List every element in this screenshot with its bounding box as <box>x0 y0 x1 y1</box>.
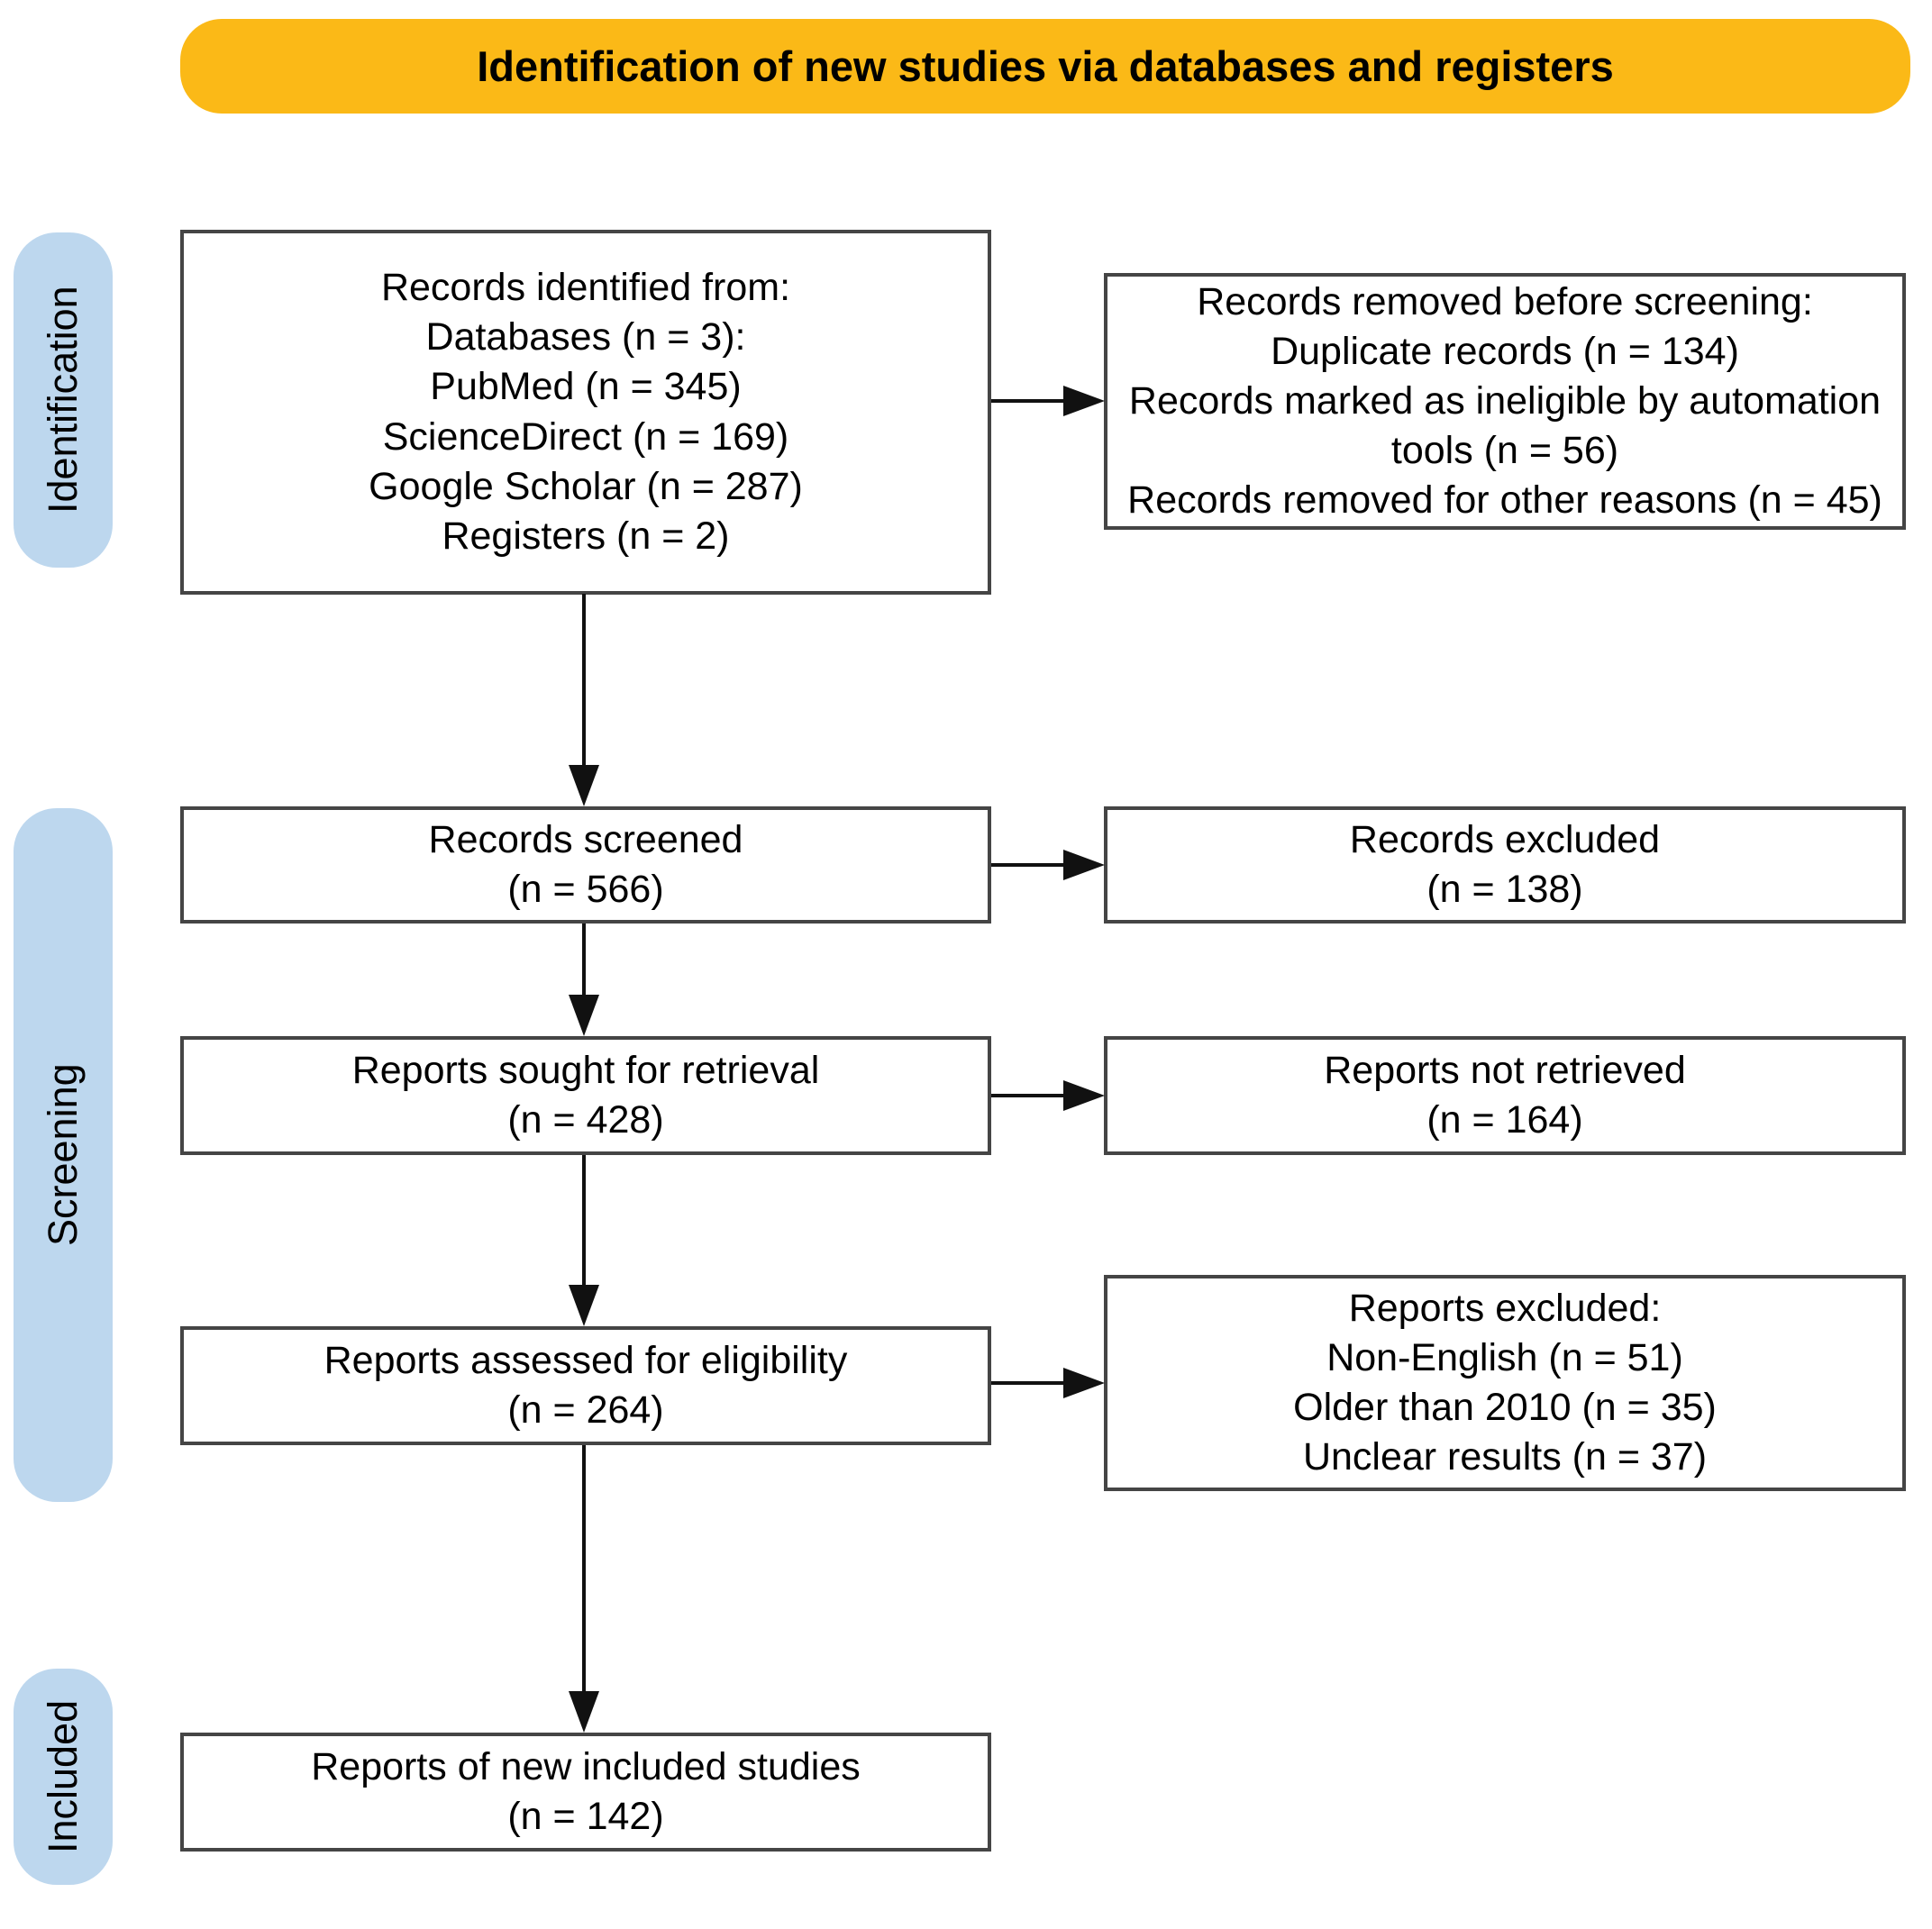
banner: Identification of new studies via databa… <box>180 19 1910 114</box>
connector-identified-to-screened <box>582 594 586 768</box>
box-new-included-studies: Reports of new included studies (n = 142… <box>180 1733 991 1852</box>
connector-assessed-to-included <box>582 1445 586 1692</box>
box-reports-assessed-text: Reports assessed for eligibility (n = 26… <box>324 1338 848 1432</box>
connector-screened-to-sought <box>582 924 586 996</box>
box-records-identified: Records identified from: Databases (n = … <box>180 230 991 595</box>
arrow-down-icon <box>569 1285 599 1326</box>
stage-label-screening: Screening <box>14 808 113 1502</box>
box-reports-sought-text: Reports sought for retrieval (n = 428) <box>351 1048 820 1142</box>
box-records-excluded: Records excluded (n = 138) <box>1104 806 1906 924</box>
connector-identified-to-removed <box>991 399 1065 403</box>
box-reports-not-retrieved-text: Reports not retrieved (n = 164) <box>1324 1048 1686 1142</box>
box-records-screened: Records screened (n = 566) <box>180 806 991 924</box>
box-reports-assessed: Reports assessed for eligibility (n = 26… <box>180 1326 991 1445</box>
stage-label-screening-text: Screening <box>40 1063 86 1247</box>
stage-label-included-text: Included <box>40 1699 86 1854</box>
arrow-down-icon <box>569 765 599 806</box>
box-records-excluded-text: Records excluded (n = 138) <box>1349 817 1661 911</box>
box-reports-excluded-text: Reports excluded: Non-English (n = 51) O… <box>1293 1286 1717 1479</box>
arrow-down-icon <box>569 995 599 1036</box>
box-reports-excluded: Reports excluded: Non-English (n = 51) O… <box>1104 1275 1906 1491</box>
box-reports-not-retrieved: Reports not retrieved (n = 164) <box>1104 1036 1906 1155</box>
box-records-removed-text: Records removed before screening: Duplic… <box>1127 279 1882 523</box>
connector-sought-to-not-retrieved <box>991 1094 1065 1097</box>
box-reports-sought: Reports sought for retrieval (n = 428) <box>180 1036 991 1155</box>
banner-title: Identification of new studies via databa… <box>477 42 1614 90</box>
arrow-down-icon <box>569 1691 599 1733</box>
arrow-right-icon <box>1063 386 1105 416</box>
connector-sought-to-assessed <box>582 1155 586 1286</box>
box-records-removed-before-screening: Records removed before screening: Duplic… <box>1104 273 1906 530</box>
stage-label-identification-text: Identification <box>40 286 86 514</box>
arrow-right-icon <box>1063 1080 1105 1111</box>
stage-label-identification: Identification <box>14 232 113 568</box>
stage-label-included: Included <box>14 1669 113 1885</box>
box-new-included-studies-text: Reports of new included studies (n = 142… <box>311 1744 861 1838</box>
box-records-screened-text: Records screened (n = 566) <box>428 817 743 911</box>
arrow-right-icon <box>1063 1368 1105 1398</box>
box-records-identified-text: Records identified from: Databases (n = … <box>369 266 803 558</box>
arrow-right-icon <box>1063 850 1105 880</box>
connector-assessed-to-reports-excluded <box>991 1381 1065 1385</box>
connector-screened-to-excluded <box>991 863 1065 867</box>
